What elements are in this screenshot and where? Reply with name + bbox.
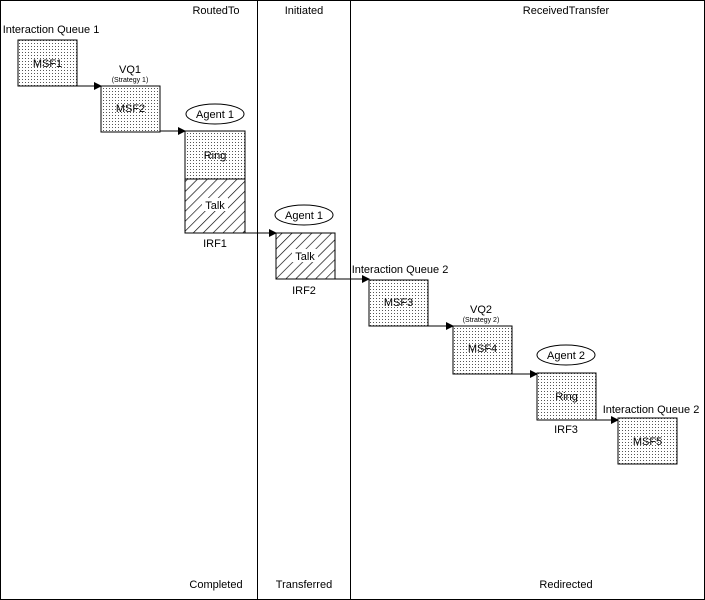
msf1-box bbox=[17, 39, 78, 87]
talk1-box bbox=[184, 178, 246, 234]
msf5-caption: Interaction Queue 2 bbox=[603, 404, 700, 416]
lane-footer-redirected: Redirected bbox=[539, 579, 592, 591]
lane-header-receivedtransfer: ReceivedTransfer bbox=[523, 5, 610, 17]
ring3-box bbox=[536, 372, 597, 421]
msf2-label: MSF2 bbox=[116, 103, 145, 115]
msf3-label: MSF3 bbox=[384, 297, 413, 309]
lane-footer-completed: Completed bbox=[189, 579, 242, 591]
msf4-label: MSF4 bbox=[468, 343, 497, 355]
msf4-box bbox=[452, 325, 513, 375]
msf1-label: MSF1 bbox=[33, 58, 62, 70]
msf4-strategy: (Strategy 2) bbox=[463, 317, 500, 324]
msf3-caption: Interaction Queue 2 bbox=[352, 264, 449, 276]
agent1-initiated-ellipse bbox=[274, 204, 334, 226]
talk1-label-bg bbox=[202, 198, 228, 211]
agent1-routed-label: Agent 1 bbox=[196, 109, 234, 121]
agent2-label: Agent 2 bbox=[547, 350, 585, 362]
lane-header-initiated: Initiated bbox=[285, 5, 324, 17]
agent1-initiated-label: Agent 1 bbox=[285, 210, 323, 222]
msf3-box bbox=[368, 279, 429, 327]
ring3-label: Ring bbox=[555, 391, 578, 403]
msf1-caption: Interaction Queue 1 bbox=[3, 24, 100, 36]
talk2-label-bg bbox=[292, 249, 318, 262]
ring1-label: Ring bbox=[204, 150, 227, 162]
msf5-label: MSF5 bbox=[633, 436, 662, 448]
msf2-strategy: (Strategy 1) bbox=[112, 77, 149, 84]
irf2-label: IRF2 bbox=[292, 285, 316, 297]
irf3-label: IRF3 bbox=[554, 424, 578, 436]
talk2-label: Talk bbox=[295, 251, 315, 263]
agent1-routed-ellipse bbox=[185, 103, 245, 125]
talk1-label: Talk bbox=[205, 200, 225, 212]
msf2-caption: VQ1 bbox=[119, 64, 141, 76]
msf4-caption: VQ2 bbox=[470, 304, 492, 316]
irf1-label: IRF1 bbox=[203, 238, 227, 250]
msf2-box bbox=[100, 85, 161, 133]
agent2-ellipse bbox=[536, 344, 596, 366]
msf5-box bbox=[617, 417, 678, 465]
lane-header-routedto: RoutedTo bbox=[192, 5, 239, 17]
lane-footer-transferred: Transferred bbox=[276, 579, 332, 591]
